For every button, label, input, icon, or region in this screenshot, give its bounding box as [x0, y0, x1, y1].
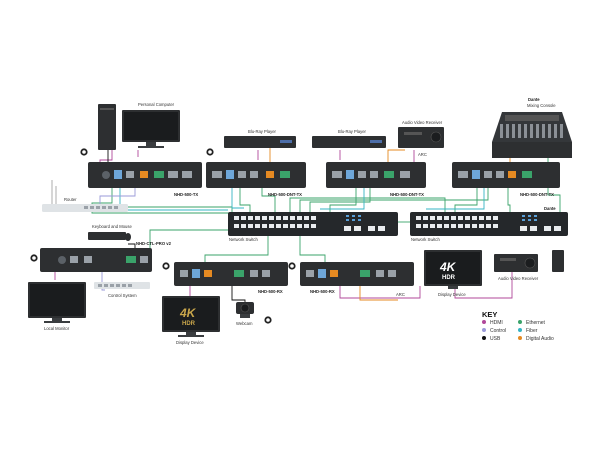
tx-1-model: NHD-500-TX [174, 192, 198, 197]
avr-bottom-label: Audio Video Receiver [498, 276, 539, 281]
key-fiber: Fiber [526, 328, 538, 334]
encoder-tx-1: NHD-500-TX [80, 148, 202, 197]
keyboard-and-mouse: Keyboard and Mouse [88, 224, 132, 241]
key-usb: USB [490, 336, 501, 342]
network-switch-2: Dante Network Switch [410, 206, 568, 242]
control-pro-unit: NHD-CTL-PRO v2 [30, 241, 172, 272]
encoder-tx-2: NHD-500-DNT-TX [206, 148, 306, 197]
local-monitor-label: Local Monitor [44, 326, 70, 331]
key-control: Control [490, 328, 506, 334]
bluray-player-1-label: Blu-Ray Player [248, 129, 277, 134]
router: Router [42, 180, 128, 212]
key-hdmi-swatch [482, 320, 486, 324]
legend-key: KEY HDMI Control USB Ethernet Fiber Digi… [482, 310, 554, 342]
key-control-swatch [482, 328, 486, 332]
router-label: Router [64, 197, 77, 202]
decoder-rx-1: NHD-500-RX [162, 262, 288, 294]
tx-4-model: NHD-500-DNT-TX [520, 192, 554, 197]
network-switch-1: Network Switch [228, 212, 398, 242]
tx-2-model: NHD-500-DNT-TX [268, 192, 302, 197]
avr-top-label: Audio Video Receiver [402, 120, 443, 125]
audio-video-receiver-top: Audio Video Receiver ARC [398, 120, 444, 157]
display-device-1: 4K HDR Display Device [162, 296, 220, 345]
display-1-4k: 4K [179, 306, 197, 320]
webcam: Webcam [236, 302, 272, 326]
display-2-hdr: HDR [442, 275, 456, 281]
display-device-1-label: Display Device [176, 340, 204, 345]
control-system-label: Control System [108, 293, 137, 298]
control-system: Control System [94, 282, 150, 298]
arc-top-label: ARC [418, 152, 427, 157]
bluray-player-1: Blu-Ray Player [224, 129, 296, 148]
personal-computer: Personal Computer [98, 102, 180, 150]
mixing-console-label: Mixing Console [527, 103, 556, 108]
key-digital-audio-swatch [518, 336, 522, 340]
display-device-2-label: Display Device [438, 292, 466, 297]
display-1-hdr: HDR [182, 321, 196, 327]
key-fiber-swatch [518, 328, 522, 332]
network-switch-2-label: Network Switch [411, 237, 441, 242]
bluray-player-2-label: Blu-Ray Player [338, 129, 367, 134]
key-title: KEY [482, 310, 497, 319]
encoder-tx-4: NHD-500-DNT-TX [452, 162, 560, 197]
decoder-rx-2: NHD-500-RX ARC [288, 262, 414, 297]
network-switch-1-label: Network Switch [229, 237, 259, 242]
tx-3-model: NHD-500-DNT-TX [390, 192, 424, 197]
rx-1-model: NHD-500-RX [258, 289, 283, 294]
webcam-label: Webcam [236, 321, 253, 326]
display-device-2: 4K HDR Display Device [424, 250, 482, 297]
key-hdmi: HDMI [490, 320, 503, 326]
mixing-console-brand: Dante [528, 97, 540, 102]
dante-switch-brand: Dante [544, 206, 556, 211]
encoder-tx-3: NHD-500-DNT-TX [326, 162, 426, 197]
personal-computer-label: Personal Computer [138, 102, 175, 107]
keyboard-mouse-label: Keyboard and Mouse [92, 224, 132, 229]
mixing-console: Dante Mixing Console [492, 97, 572, 158]
bluray-player-2: Blu-Ray Player [312, 129, 386, 148]
key-ethernet: Ethernet [526, 320, 546, 326]
display-2-4k: 4K [439, 260, 457, 274]
key-usb-swatch [482, 336, 486, 340]
key-ethernet-swatch [518, 320, 522, 324]
arc-bottom-label: ARC [396, 292, 405, 297]
rx-2-model: NHD-500-RX [310, 289, 335, 294]
key-digital-audio: Digital Audio [526, 336, 554, 342]
local-monitor: Local Monitor [28, 282, 86, 331]
ctl-pro-model: NHD-CTL-PRO v2 [136, 241, 172, 246]
audio-video-receiver-bottom: Audio Video Receiver [494, 250, 564, 281]
